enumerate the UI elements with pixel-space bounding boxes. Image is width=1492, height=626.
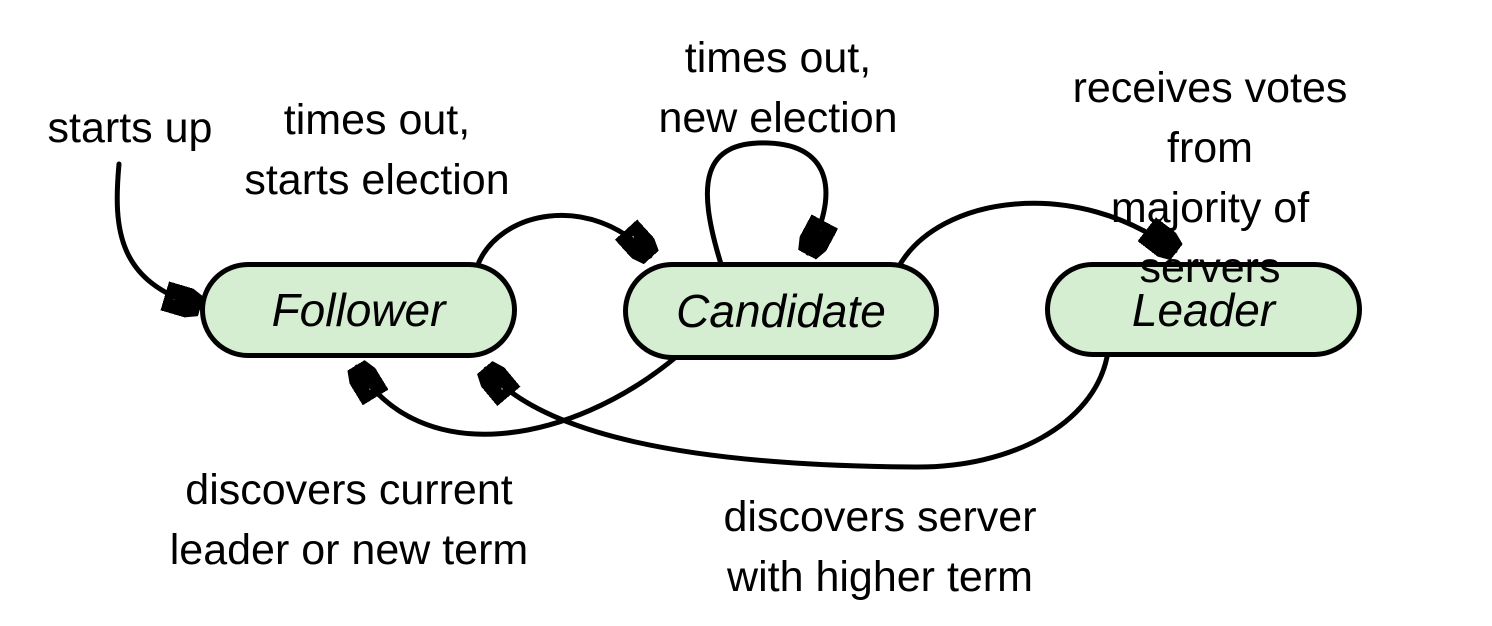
state-node-leader: Leader (1045, 262, 1362, 357)
arrow-candidate-to-leader (895, 200, 1175, 271)
transition-label-discovers-current-leader: discovers current leader or new term (169, 466, 529, 574)
transition-label-receives-votes: receives votes from majority of servers (1072, 64, 1348, 292)
state-label-leader: Leader (1131, 283, 1276, 336)
arrow-candidate-to-follower (357, 354, 679, 437)
state-node-candidate: Candidate (623, 262, 939, 360)
transition-label-times-out-starts-election: times out, starts election (244, 96, 510, 204)
transition-label-discovers-higher-term: discovers server with higher term (723, 493, 1037, 601)
state-label-candidate: Candidate (676, 285, 886, 337)
arrow-follower-to-candidate (474, 212, 650, 270)
transition-label-starts-up: starts up (47, 104, 213, 152)
state-label-follower: Follower (271, 284, 446, 336)
arrow-leader-to-follower (486, 354, 1110, 470)
state-node-follower: Follower (200, 262, 517, 358)
transition-label-times-out-new-election: times out, new election (658, 34, 898, 142)
arrow-candidate-self-loop (704, 140, 826, 267)
arrow-starts-up (114, 161, 199, 306)
